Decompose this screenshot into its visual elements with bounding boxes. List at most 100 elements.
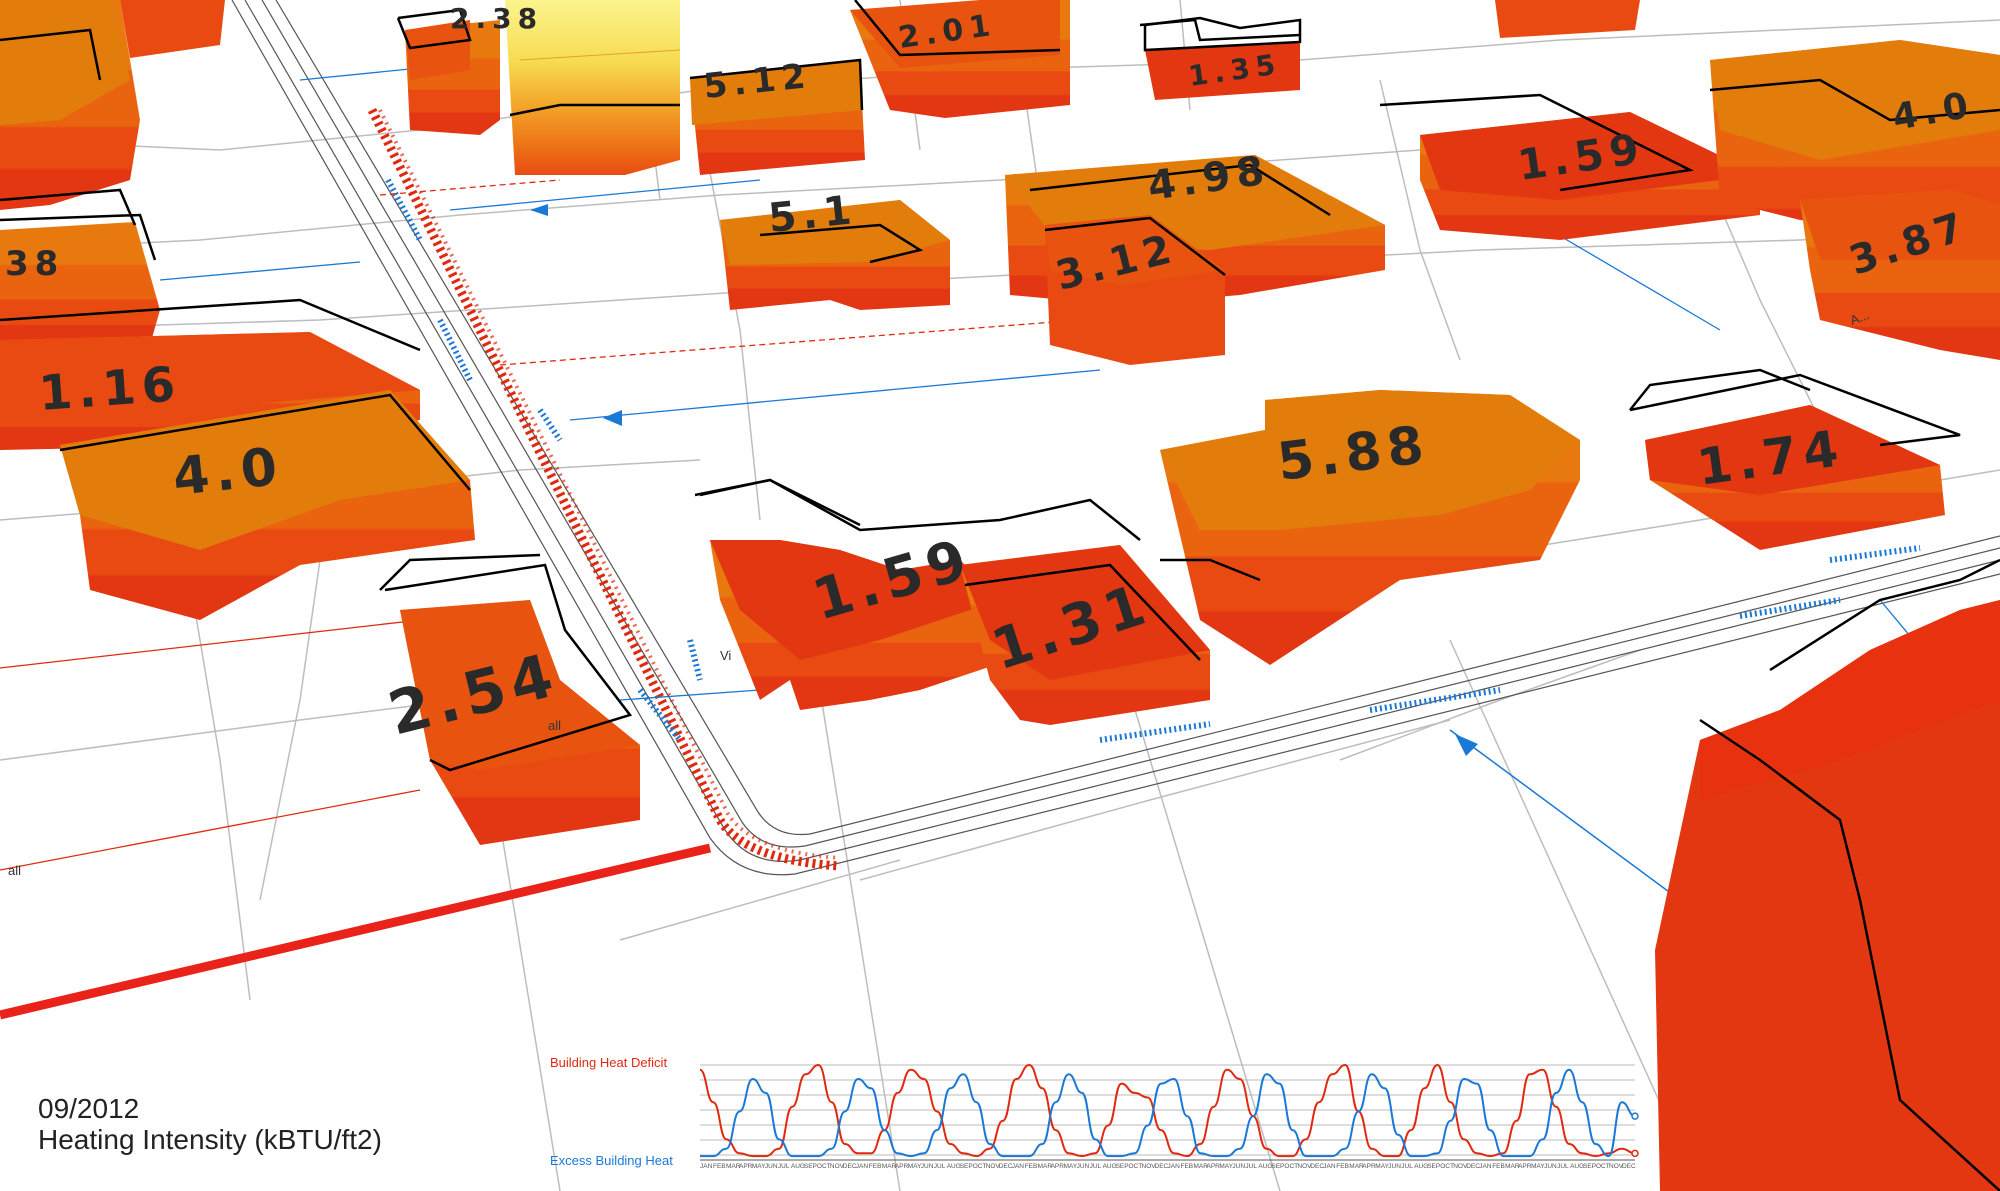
street-label-all-2: all [8,863,21,878]
month-tick-label: JUN [921,1163,934,1170]
month-tick-label: OCT [1596,1163,1610,1170]
chart-series [699,1063,1639,1158]
building-131 [960,545,1210,725]
label-116: 1.16 [37,356,183,422]
month-tick-label: NOV [986,1163,1001,1170]
month-tick-label: MAY [1064,1163,1078,1170]
month-tick-label: NOV [1142,1163,1157,1170]
month-tick-label: NOV [1609,1163,1624,1170]
month-tick-label: MAR [1194,1163,1209,1170]
month-tick-label: JUL [1245,1163,1257,1170]
month-tick-label: AUG [1258,1163,1272,1170]
month-tick-label: MAY [752,1163,766,1170]
month-tick-label: DEC [999,1163,1013,1170]
month-tick-label: NOV [1453,1163,1468,1170]
building-40 [59,390,475,620]
chart-gridlines [700,1064,1635,1161]
month-tick-label: MAR [882,1163,897,1170]
label-238: 2.38 [450,2,543,35]
month-tick-label: APR [1207,1163,1221,1170]
map-date: 09/2012 [38,1093,140,1124]
month-tick-label: NOV [1297,1163,1312,1170]
building-tall-tower [505,0,681,175]
month-tick-label: OCT [1440,1163,1454,1170]
building-159-mid [699,478,1141,710]
building-201 [850,0,1070,118]
month-tick-label: APR [1362,1163,1376,1170]
month-tick-label: APR [1051,1163,1065,1170]
month-tick-label: APR [1518,1163,1532,1170]
month-tick-label: MAR [1505,1163,1520,1170]
month-tick-label: JUN [1232,1163,1245,1170]
month-tick-label: OCT [817,1163,831,1170]
building-top-strip [120,0,225,58]
building-159-top [1379,93,1760,240]
month-tick-label: JAN [1168,1163,1181,1170]
street-label-a: A... [1848,307,1871,328]
month-tick-label: FEB [1025,1163,1038,1170]
building-51 [720,200,950,310]
building-512 [689,58,865,175]
building-top-right-small [1495,0,1640,38]
main-avenue [231,0,2000,876]
flow-arrow-icons [530,204,1478,756]
series-end-marker [1631,1149,1639,1158]
street-label-vi: Vi [720,648,731,663]
month-tick-label: OCT [1129,1163,1143,1170]
month-tick-label: MAY [1219,1163,1233,1170]
month-tick-label: DEC [1622,1163,1636,1170]
label-51: 5.1 [766,187,859,242]
legend-excess: Excess Building Heat [550,1153,673,1168]
series-end-marker [1631,1112,1639,1120]
month-tick-label: AUG [791,1163,805,1170]
month-tick-label: MAR [726,1163,741,1170]
map-metric-title: Heating Intensity (kBTU/ft2) [38,1124,382,1155]
month-tick-label: JUN [1388,1163,1401,1170]
building-312 [1044,215,1226,365]
month-tick-label: JUL [1557,1163,1569,1170]
month-tick-label: JAN [1479,1163,1492,1170]
street-label-all-1: all [548,718,561,733]
month-tick-label: FEB [1181,1163,1194,1170]
month-tick-label: SEP [1583,1163,1596,1170]
month-tick-label: AUG [947,1163,961,1170]
month-tick-label: JAN [856,1163,869,1170]
month-tick-label: MAR [1349,1163,1364,1170]
month-tick-label: OCT [1284,1163,1298,1170]
month-tick-label: MAY [908,1163,922,1170]
month-tick-label: JAN [1323,1163,1336,1170]
month-tick-label: SEP [1116,1163,1129,1170]
month-tick-label: APR [895,1163,909,1170]
month-tick-label: JUL [778,1163,790,1170]
series-line-excess [699,1068,1636,1158]
building-254 [384,563,640,845]
month-tick-label: JAN [1012,1163,1025,1170]
building-right-edge-mid [1800,190,2000,360]
month-tick-label: JAN [700,1163,713,1170]
month-tick-label: FEB [1336,1163,1349,1170]
month-tick-label: JUL [1401,1163,1413,1170]
footprint-outlines [0,18,1811,591]
building-238 [396,8,500,135]
building-174 [1629,373,1961,550]
building-bottom-right [1655,558,2000,1191]
label-40: 4.0 [170,437,286,508]
month-tick-label: FEB [869,1163,882,1170]
street-labels: Vi all all A... [8,307,1871,878]
heat-balance-chart: Building Heat Deficit Excess Building He… [550,1055,1639,1170]
month-tick-label: MAY [1531,1163,1545,1170]
building-135 [1143,16,1302,100]
month-tick-label: MAR [1038,1163,1053,1170]
month-tick-label: NOV [830,1163,845,1170]
month-tick-label: JUN [1077,1163,1090,1170]
month-tick-label: SEP [804,1163,817,1170]
month-tick-label: FEB [713,1163,726,1170]
month-tick-label: FEB [1492,1163,1505,1170]
month-tick-label: DEC [1155,1163,1169,1170]
month-tick-label: DEC [843,1163,857,1170]
month-tick-label: APR [739,1163,753,1170]
month-tick-label: AUG [1103,1163,1117,1170]
primary-heat-main [0,843,712,1020]
